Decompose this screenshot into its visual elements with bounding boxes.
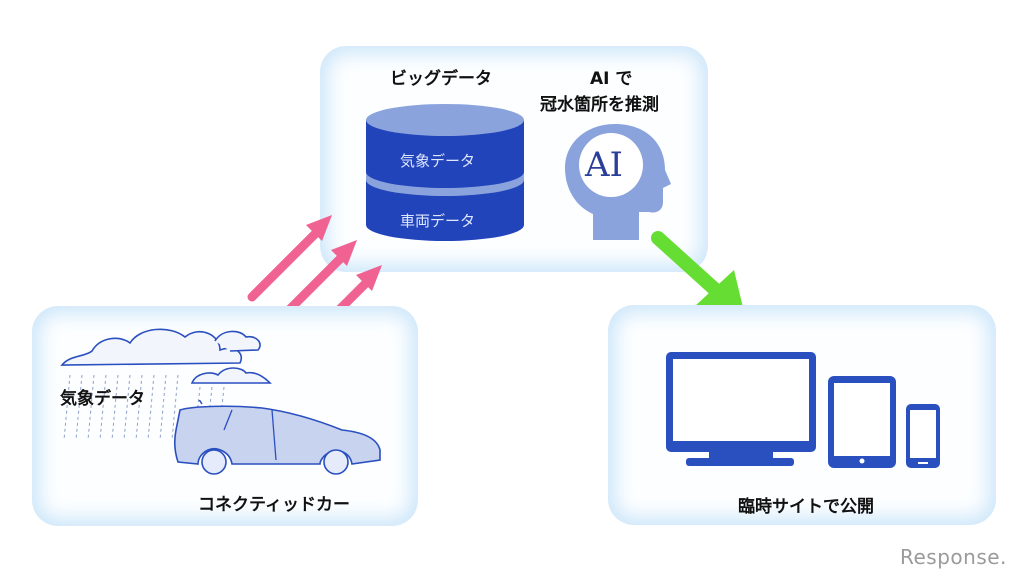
database-icon	[366, 104, 524, 241]
cloud-rain-icon	[60, 328, 272, 441]
db-layer-vehicle: 車両データ	[400, 212, 476, 230]
weather-data-label: 気象データ	[60, 389, 145, 409]
monitor-icon	[666, 352, 816, 466]
ai-head-text: AI	[585, 145, 623, 185]
connected-car-label: コネクティッドカー	[198, 495, 350, 515]
devices-icon	[666, 352, 940, 468]
db-layer-weather: 気象データ	[400, 152, 476, 170]
response-watermark: Response.	[900, 545, 1007, 569]
ai-title-line2: 冠水箇所を推測	[540, 95, 659, 115]
car-icon	[173, 400, 381, 475]
arrow-1	[247, 226, 323, 302]
ai-title-line1: AI で	[590, 69, 633, 89]
ai-head-icon	[565, 124, 671, 240]
publish-label: 臨時サイトで公開	[738, 497, 874, 517]
tablet-icon	[828, 376, 896, 468]
phone-icon	[906, 404, 940, 468]
big-data-title: ビッグデータ	[390, 69, 492, 89]
